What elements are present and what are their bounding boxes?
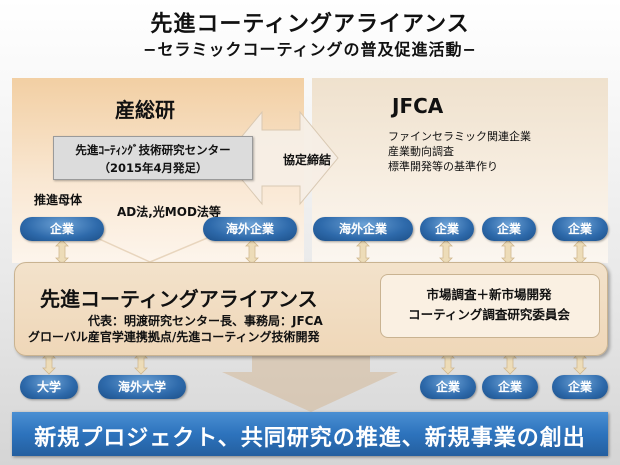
research-center-box: 先進ｺｰﾃｨﾝｸﾞ技術研究センター （2015年4月発足） <box>53 136 253 180</box>
research-center-name: 先進ｺｰﾃｨﾝｸﾞ技術研究センター <box>75 143 231 157</box>
aist-title: 産総研 <box>115 98 175 122</box>
overseas-company-pill: 海外企業 <box>313 217 413 241</box>
company-pill: 企業 <box>552 375 608 399</box>
outcome-banner <box>12 412 608 456</box>
company-pill: 企業 <box>482 217 536 241</box>
methods-label: AD法,光MOD法等 <box>117 205 221 219</box>
page-title: 先進コーティングアライアンス <box>150 12 470 37</box>
jfca-line-1: ファインセラミック関連企業 <box>388 130 531 143</box>
company-pill: 企業 <box>420 217 474 241</box>
overseas-university-pill: 海外大学 <box>98 375 186 399</box>
outcome-banner-text: 新規プロジェクト、共同研究の推進、新規事業の創出 <box>34 426 586 451</box>
jfca-line-2: 産業動向調査 <box>388 145 454 158</box>
jfca-description: ファインセラミック関連企業 産業動向調査 標準開発等の基準作り <box>388 129 531 174</box>
alliance-representative: 代表：明渡研究センター長、事務局：JFCA <box>88 314 323 328</box>
link-arrow-2 <box>245 239 259 265</box>
company-pill: 企業 <box>552 217 608 241</box>
alliance-title: 先進コーティングアライアンス <box>40 287 318 311</box>
link-arrow-11 <box>573 351 587 375</box>
overseas-company-pill: 海外企業 <box>203 217 297 241</box>
agreement-label: 協定締結 <box>283 153 332 167</box>
jfca-title: JFCA <box>392 94 444 118</box>
jfca-line-3: 標準開発等の基準作り <box>388 160 498 173</box>
market-research-box <box>380 274 600 338</box>
link-arrow-5 <box>501 239 515 265</box>
link-arrow-3 <box>356 239 370 265</box>
link-arrows <box>42 239 587 375</box>
link-arrow-6 <box>573 239 587 265</box>
market-research-line: 市場調査＋新市場開発 <box>426 287 552 302</box>
research-center-date: （2015年4月発足） <box>98 161 208 175</box>
link-arrow-8 <box>134 351 148 375</box>
link-arrow-9 <box>441 351 455 375</box>
university-pill: 大学 <box>20 375 78 399</box>
link-arrow-4 <box>439 239 453 265</box>
link-arrow-7 <box>42 351 56 375</box>
company-pill: 企業 <box>482 375 538 399</box>
link-arrow-10 <box>503 351 517 375</box>
company-pill: 企業 <box>420 375 476 399</box>
committee-line: コーティング調査研究委員会 <box>408 307 570 322</box>
alliance-hub: グローバル産官学連携拠点/先進コーティング技術開発 <box>28 330 320 344</box>
page-subtitle: −セラミックコーティングの普及促進活動− <box>143 40 477 59</box>
down-flow-arrow <box>222 355 398 412</box>
promoter-label: 推進母体 <box>34 193 83 207</box>
link-arrow-1 <box>55 239 69 265</box>
company-pill: 企業 <box>20 217 104 241</box>
